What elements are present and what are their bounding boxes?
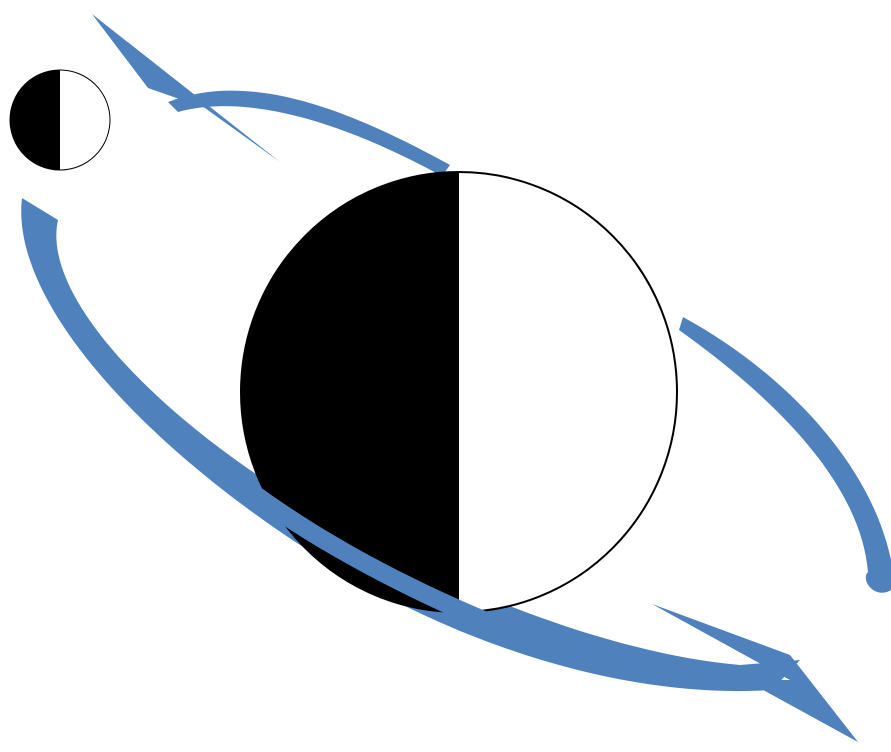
orbit-arc-right <box>679 317 891 593</box>
orbit-arc-top <box>168 91 450 176</box>
moon-lit-half <box>60 70 110 170</box>
moon <box>10 70 110 170</box>
planet <box>241 172 677 612</box>
orbit-arrow-head-top <box>92 14 280 162</box>
planet-lit-half <box>459 172 677 612</box>
moon-shadow-half <box>10 70 60 170</box>
